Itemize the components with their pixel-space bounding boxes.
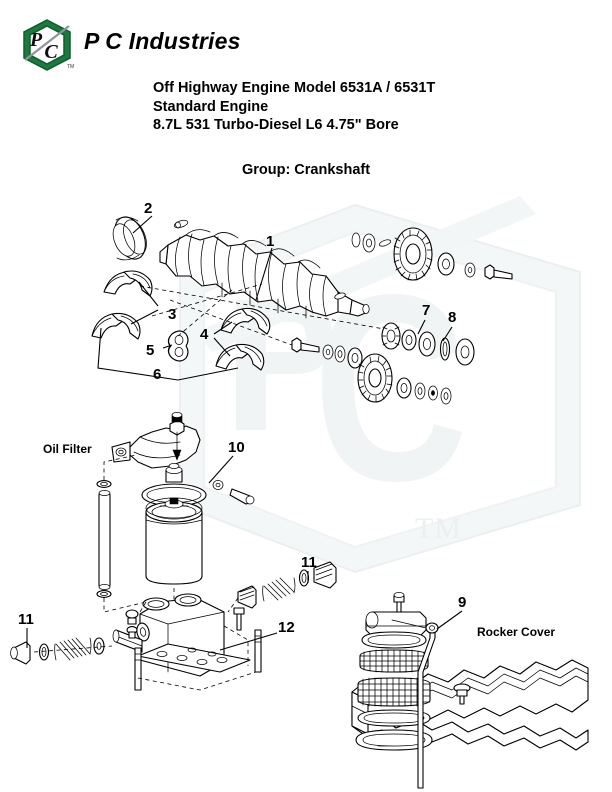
- logo-tm-text: TM: [67, 64, 74, 70]
- part-seal-ring: [112, 216, 147, 261]
- label-oil-filter: Oil Filter: [43, 442, 92, 456]
- oil-pump-dashed-guides: [33, 597, 257, 691]
- dipstick-guide-line: [391, 619, 427, 629]
- title-block: Off Highway Engine Model 6531A / 6531T S…: [153, 79, 435, 135]
- part-filter-head-screw: [212, 480, 255, 505]
- callout-1: 1: [266, 233, 275, 250]
- title-line-1: Off Highway Engine Model 6531A / 6531T: [153, 80, 436, 96]
- logo-slash: [24, 25, 70, 61]
- part-rocker-breather-stack: [355, 592, 433, 751]
- label-rocker-cover: Rocker Cover: [477, 625, 556, 639]
- callout-3: 3: [168, 306, 177, 323]
- page-group-title: Group: Crankshaft: [241, 162, 371, 178]
- part-oil-filter-head: [111, 412, 201, 469]
- part-rod-bearing-shells: [215, 307, 271, 371]
- oil-filter-dashed-guides: [103, 454, 175, 613]
- callout-6: 6: [153, 366, 162, 383]
- logo-letter-c: C: [44, 41, 58, 63]
- part-bearing-stack-middle: [381, 322, 475, 366]
- part-relief-valve-right: [237, 561, 337, 609]
- part-oil-filter-standpipe: [96, 480, 112, 598]
- title-line-2: Standard Engine: [153, 98, 269, 115]
- callout-10: 10: [228, 439, 245, 456]
- callout-7: 7: [422, 302, 431, 319]
- callout-4: 4: [200, 326, 209, 343]
- callout-5: 5: [146, 342, 155, 359]
- callout-2: 2: [144, 200, 153, 217]
- part-oil-filter-canister: [141, 463, 207, 585]
- part-manifold-studs: [125, 607, 262, 691]
- callout-8: 8: [448, 309, 457, 326]
- part-dowel-pin-upper: [173, 219, 189, 229]
- brand-name: P C Industries: [84, 28, 241, 54]
- part-dipstick-tube: [417, 622, 439, 789]
- part-oil-pump-housing: [136, 593, 251, 677]
- callout-12: 12: [278, 619, 295, 636]
- part-rocker-cover-bolt: [453, 683, 471, 705]
- logo-letter-p: P: [29, 29, 43, 51]
- part-relief-valve-left: [10, 629, 143, 665]
- watermark-tm-text: TM: [415, 512, 462, 545]
- callout-11-lower: 11: [18, 611, 34, 628]
- callout-11-upper: 11: [301, 554, 317, 571]
- pc-industries-logo: P C TM: [23, 19, 74, 71]
- title-line-3: 8.7L 531 Turbo-Diesel L6 4.75" Bore: [153, 117, 399, 133]
- part-timing-gear-upper: [351, 227, 513, 281]
- callout-9: 9: [458, 594, 467, 611]
